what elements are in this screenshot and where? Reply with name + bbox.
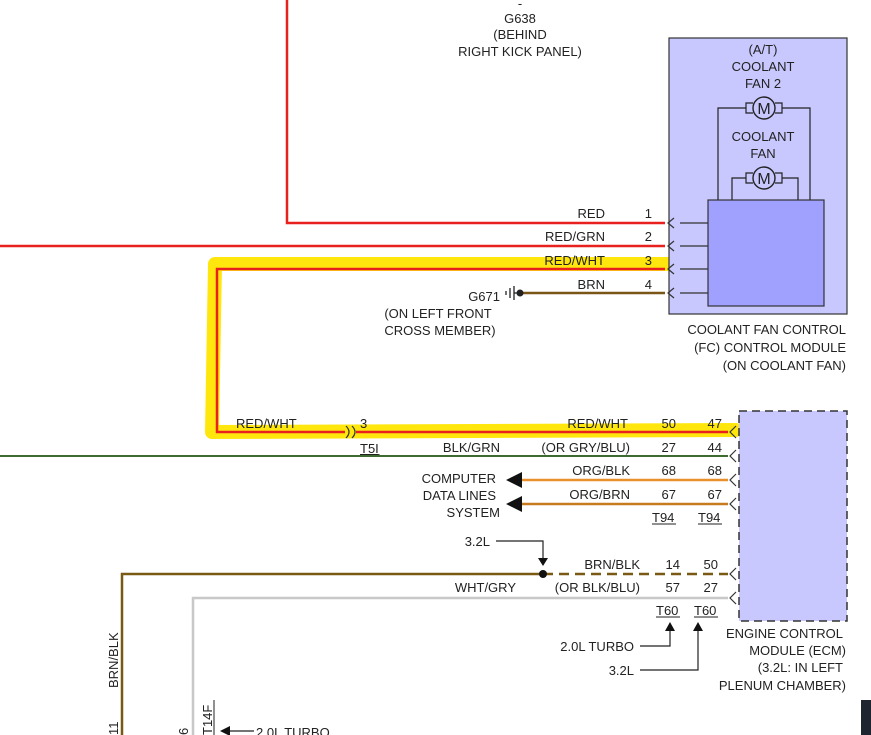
arrow-left-icon	[220, 726, 230, 735]
t94-label-b: T94	[698, 510, 720, 525]
note-32l-bottom: 3.2L	[609, 663, 634, 678]
t5i-inline-connector	[345, 425, 356, 439]
vertical-label-11: 11	[106, 722, 121, 735]
ecm-caption-line4: PLENUM CHAMBER)	[719, 678, 846, 693]
ecm-pin-27b: 27	[704, 580, 718, 595]
wire-label-wht-gry: WHT/GRY	[455, 580, 516, 595]
arrow-up-icon	[693, 622, 703, 631]
ecm-pin-67b: 67	[708, 487, 722, 502]
ecm-pin-68b: 68	[708, 463, 722, 478]
g638-note-line1: (BEHIND	[493, 27, 546, 42]
wire-label-blk-grn: BLK/GRN	[443, 440, 500, 455]
ecm-pin-44: 44	[708, 440, 722, 455]
ecm-pin-50: 50	[662, 416, 676, 431]
wire-wht-gry	[191, 596, 728, 735]
t60-label-b: T60	[694, 603, 716, 618]
ecm-pin-47: 47	[708, 416, 722, 431]
pin-4: 4	[645, 277, 652, 292]
vertical-label-t14f: T14F	[200, 705, 215, 735]
wire-label-brn: BRN	[578, 277, 605, 292]
fan-module-line3: FAN 2	[745, 76, 781, 91]
ecm-caption-line2: MODULE (ECM)	[749, 643, 846, 658]
corner-overlay	[861, 700, 871, 735]
wire-label-org-blk: ORG/BLK	[572, 463, 630, 478]
fan-module-line2: COOLANT	[732, 59, 795, 74]
arrow-left-icon	[506, 496, 522, 512]
ground-symbol-icon	[505, 286, 520, 300]
splice-node	[539, 570, 547, 578]
g671-note-line2: CROSS MEMBER)	[384, 323, 495, 338]
fan-label-line2: FAN	[750, 146, 775, 161]
wire-label-brn-blk: BRN/BLK	[584, 557, 640, 572]
wire-alt-label-gry-blu: (OR GRY/BLU)	[541, 440, 630, 455]
pin-3: 3	[645, 253, 652, 268]
fan-module-caption-line3: (ON COOLANT FAN)	[723, 358, 846, 373]
fan-label-line1: COOLANT	[732, 129, 795, 144]
arrow-up-icon	[665, 622, 675, 631]
ecm-module-box	[738, 410, 848, 622]
ecm-pin-68a: 68	[662, 463, 676, 478]
g638-dash: -	[518, 0, 522, 11]
fan-module-line1: (A/T)	[749, 42, 778, 57]
pin-2: 2	[645, 229, 652, 244]
computer-data-lines-line2: DATA LINES	[423, 488, 497, 503]
fan-connector-pins	[667, 217, 708, 299]
g638-id: G638	[504, 11, 536, 26]
ecm-connector-pins	[729, 425, 737, 605]
wire-label-org-brn: ORG/BRN	[569, 487, 630, 502]
note-32l-bottom-leader	[640, 630, 699, 671]
t94-label-a: T94	[652, 510, 674, 525]
g638-note-line2: RIGHT KICK PANEL)	[458, 44, 582, 59]
ecm-pin-50b: 50	[704, 557, 718, 572]
t5i-pin: 3	[360, 416, 367, 431]
ecm-caption-line1: ENGINE CONTROL	[726, 626, 843, 641]
arrow-down-icon	[538, 558, 548, 566]
wire-label-red-grn: RED/GRN	[545, 229, 605, 244]
ecm-caption-line3: (3.2L: IN LEFT	[758, 660, 843, 675]
ecm-pin-27: 27	[662, 440, 676, 455]
t5i-label: T5I	[360, 441, 379, 456]
computer-data-lines-line3: SYSTEM	[447, 505, 500, 520]
g671-note-line1: (ON LEFT FRONT	[384, 306, 491, 321]
note-20l-turbo-bottom: 2.0L TURBO	[256, 725, 330, 735]
control-module-inner-box	[707, 199, 825, 307]
ecm-pin-67a: 67	[662, 487, 676, 502]
t60-label-a: T60	[656, 603, 678, 618]
fan-module-caption-line1: COOLANT FAN CONTROL	[687, 322, 846, 337]
note-20l-leader	[640, 630, 671, 647]
fan2-motor-leads	[717, 102, 811, 200]
g671-id: G671	[468, 289, 500, 304]
pin-1: 1	[645, 206, 652, 221]
note-32l-leader	[496, 540, 544, 560]
coolant-fan-2-motor-icon	[752, 96, 776, 120]
wire-brn-blk	[120, 572, 543, 735]
wire-alt-label-blk-blu: (OR BLK/BLU)	[555, 580, 640, 595]
note-32l-top: 3.2L	[465, 534, 490, 549]
fan-motor-symbol: M	[757, 171, 770, 188]
fan-motor-leads	[731, 172, 799, 200]
arrow-left-icon	[506, 472, 522, 488]
wire-label-red-wht: RED/WHT	[544, 253, 605, 268]
vertical-label-brn-blk: BRN/BLK	[106, 632, 121, 688]
computer-data-lines-line1: COMPUTER	[422, 471, 496, 486]
wire-red-pin1	[285, 0, 665, 225]
fan-module-caption-line2: (FC) CONTROL MODULE	[694, 340, 846, 355]
ecm-pin-14: 14	[666, 557, 680, 572]
wire-label-red-wht-left: RED/WHT	[236, 416, 297, 431]
ecm-pin-57: 57	[666, 580, 680, 595]
fan2-motor-symbol: M	[757, 101, 770, 118]
wire-red-wht-pin3	[215, 267, 665, 434]
vertical-label-6: 6	[176, 728, 191, 735]
coolant-fan-motor-icon	[752, 166, 776, 190]
wire-label-red: RED	[578, 206, 605, 221]
note-20l-turbo: 2.0L TURBO	[560, 639, 634, 654]
wire-label-red-wht-right: RED/WHT	[567, 416, 628, 431]
